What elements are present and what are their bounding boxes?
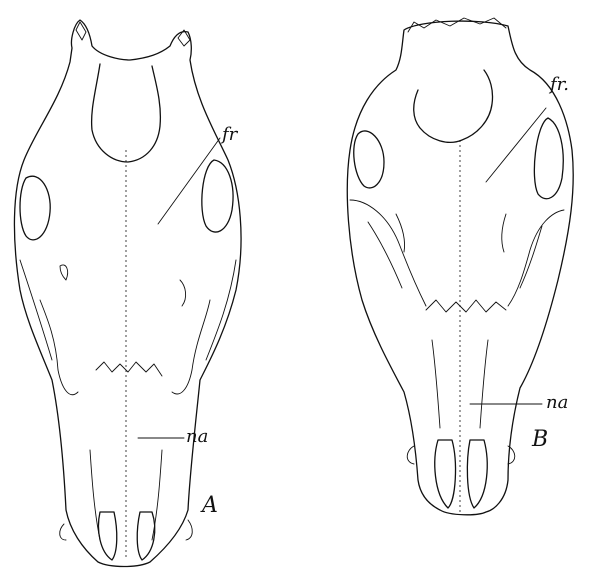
- skull-a-outline: [14, 20, 241, 567]
- skull-b-frontonasal-suture: [426, 300, 506, 312]
- skull-a-orbit-right: [202, 160, 233, 232]
- label-b-nasal: na: [546, 392, 568, 413]
- panel-letter-a: A: [200, 493, 218, 518]
- label-a-frontal: fr: [220, 124, 239, 145]
- panel-letter-b: B: [531, 427, 548, 452]
- skull-a-frontonasal-suture: [96, 362, 162, 376]
- label-a-nasal: na: [186, 426, 208, 447]
- skull-b-orbit-right: [534, 118, 563, 199]
- label-b-frontal: fr.: [548, 74, 569, 95]
- skull-a: [14, 20, 241, 567]
- skull-a-orbit-left: [20, 176, 50, 240]
- skull-b-parietal: [414, 70, 493, 142]
- skull-a-parietal: [92, 64, 161, 162]
- skull-a-frontal-leader: [158, 138, 220, 224]
- skull-b-orbit-left: [354, 131, 384, 188]
